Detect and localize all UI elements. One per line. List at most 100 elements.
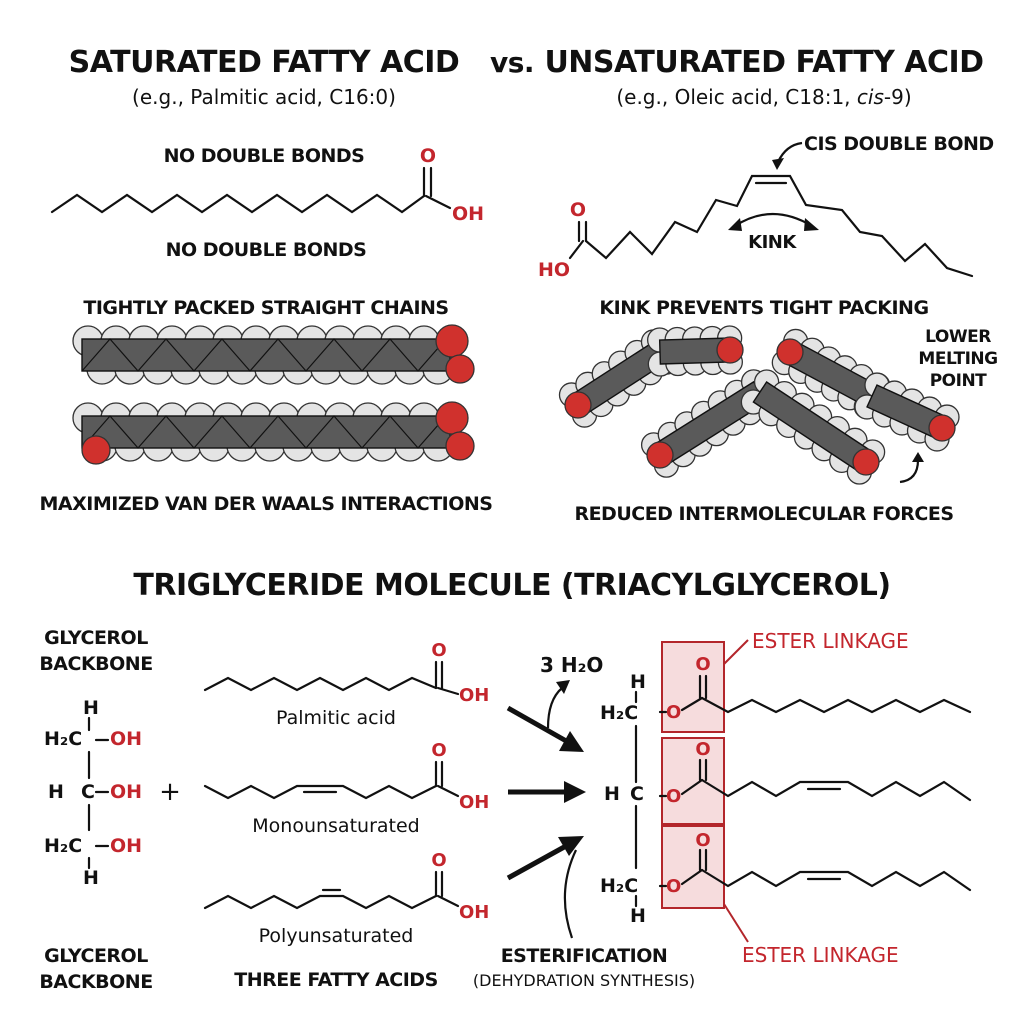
tg-c-middle: C: [630, 783, 644, 805]
mono-hydroxyl: OH: [459, 792, 489, 813]
oxygen-atom: [435, 401, 469, 435]
oxygen-atom: [852, 448, 880, 476]
oleic-acid-chain: [584, 174, 974, 278]
carbonyl-oxygen: O: [420, 145, 436, 167]
water-label: 3 H₂O: [540, 653, 603, 677]
carbon-bond-texture: [81, 338, 447, 372]
reaction-arrowhead-bottom: [558, 836, 584, 856]
lower-melting-point-line1: LOWER: [925, 327, 991, 347]
saturated-example: (e.g., Palmitic acid, C16:0): [132, 85, 396, 109]
van-der-waals-label: MAXIMIZED VAN DER WAALS INTERACTIONS: [40, 493, 493, 515]
tg-h-middle: H: [604, 783, 620, 805]
glycerol-backbone-label-top-line2: BACKBONE: [39, 653, 152, 675]
ester-linkage-box-3: [661, 825, 725, 909]
water-release-curve: [563, 849, 577, 939]
oxygen-atom: [776, 338, 804, 366]
poly-carbonyl-oxygen: O: [431, 850, 446, 871]
water-out-arrow: [546, 687, 563, 729]
kink-arrowhead-right: [804, 218, 819, 231]
lower-melting-point-line2: MELTING: [918, 349, 997, 369]
cis-double-bond-label: CIS DOUBLE BOND: [804, 133, 994, 155]
ester2-carbonyl-oxygen: O: [695, 739, 710, 760]
ester2-oxygen: O: [666, 786, 681, 807]
oxygen-atom: [716, 336, 744, 364]
oxygen-atom: [564, 391, 592, 419]
reaction-arrow-top: [506, 705, 570, 745]
triglyceride-product: H H₂C H C H₂C H O O O O O: [600, 641, 972, 927]
kink-arrowhead-left: [728, 218, 742, 231]
reaction-arrowhead-top: [559, 731, 584, 752]
glycerol-backbone-label-bottom-line2: BACKBONE: [39, 971, 152, 993]
ester1-oxygen: O: [666, 702, 681, 723]
ester3-chain: [700, 868, 972, 892]
forces-pointer-arrowhead: [912, 452, 924, 462]
oxygen-atom: [81, 435, 111, 465]
ester-linkage-label-top: ESTER LINKAGE: [752, 629, 909, 653]
ester3-oxygen: O: [666, 876, 681, 897]
unsaturated-example: (e.g., Oleic acid, C18:1, cis-9): [616, 85, 911, 109]
glycerol-oh-middle: OH: [110, 781, 142, 803]
dehydration-synthesis-label: (DEHYDRATION SYNTHESIS): [473, 971, 695, 990]
fatty-acid-polyunsaturated: O OH Polyunsaturated: [203, 850, 489, 947]
reaction-arrow-bottom: [506, 843, 568, 881]
triglyceride-title: TRIGLYCERIDE MOLECULE (TRIACYLGLYCEROL): [133, 568, 890, 603]
oxygen-atom: [646, 441, 674, 469]
unsat-hydroxyl-bond: [568, 239, 585, 260]
unsat-carbonyl-oxygen: O: [570, 199, 586, 221]
fatty-acid-palmitic: O OH Palmitic acid: [203, 640, 489, 729]
reaction-arrowhead-middle: [564, 781, 586, 803]
ester-linkage-box-2: [661, 737, 725, 825]
glycerol-h-bottom: H: [83, 867, 99, 889]
oxygen-atom: [445, 354, 475, 384]
carbon-bond-texture: [81, 415, 447, 449]
ester-linkage-pointer-bottom: [723, 903, 749, 943]
unsaturated-space-filling-model: [558, 325, 960, 485]
no-double-bonds-label-top: NO DOUBLE BONDS: [164, 145, 365, 167]
glycerol-h-middle: H: [48, 781, 64, 803]
fatty-acid-monounsaturated: O OH Monounsaturated: [203, 740, 489, 837]
esterification-label: ESTERIFICATION: [501, 945, 668, 967]
glycerol-h2c-top: H₂C: [44, 728, 82, 750]
ester3-carbonyl-oxygen: O: [695, 830, 710, 851]
glycerol-h-top: H: [83, 697, 99, 719]
cis-pointer-arrowhead: [772, 158, 784, 170]
palmitic-acid-chain: [50, 193, 426, 214]
kink-prevents-packing-label: KINK PREVENTS TIGHT PACKING: [599, 297, 928, 319]
three-fatty-acids-label: THREE FATTY ACIDS: [234, 969, 438, 991]
ester-linkage-pointer-top: [723, 639, 749, 665]
unsaturated-title: UNSATURATED FATTY ACID: [544, 45, 983, 80]
oxygen-atom: [435, 324, 469, 358]
ester-linkage-label-bottom: ESTER LINKAGE: [742, 943, 899, 967]
tg-h-bottom: H: [630, 905, 646, 927]
tg-h2c-bottom: H₂C: [600, 875, 638, 897]
fatty-acid-label-palmitic: Palmitic acid: [276, 707, 396, 729]
palmitic-carbonyl-oxygen: O: [431, 640, 446, 661]
glycerol-structure: H H₂C OH H C OH H₂C OH H: [44, 697, 142, 889]
hydroxyl-group: OH: [452, 203, 484, 225]
oxygen-atom: [445, 431, 475, 461]
unsat-hydroxyl-group: HO: [538, 259, 570, 281]
plus-sign: +: [159, 777, 181, 807]
ester-linkage-box-1: [661, 641, 725, 733]
tg-h-top: H: [630, 671, 646, 693]
saturated-space-filling-model: [72, 324, 475, 465]
poly-hydroxyl: OH: [459, 902, 489, 923]
no-double-bonds-label-bottom: NO DOUBLE BONDS: [166, 239, 367, 261]
kink-label: KINK: [748, 232, 797, 253]
hydroxyl-bond: [424, 194, 452, 210]
mono-carbonyl-oxygen: O: [431, 740, 446, 761]
tg-h2c-top: H₂C: [600, 702, 638, 724]
glycerol-backbone-label-bottom-line1: GLYCEROL: [44, 945, 148, 967]
glycerol-oh-top: OH: [110, 728, 142, 750]
water-out-arrowhead: [556, 680, 570, 694]
ester2-chain: [700, 778, 972, 802]
fatty-acid-label-monounsaturated: Monounsaturated: [252, 815, 419, 837]
glycerol-c-middle: C: [81, 781, 95, 803]
glycerol-oh-bottom: OH: [110, 835, 142, 857]
saturated-title: SATURATED FATTY ACID: [69, 45, 460, 80]
versus-label: vs.: [490, 46, 534, 79]
fatty-acid-label-polyunsaturated: Polyunsaturated: [259, 925, 414, 947]
palmitic-hydroxyl: OH: [459, 685, 489, 706]
